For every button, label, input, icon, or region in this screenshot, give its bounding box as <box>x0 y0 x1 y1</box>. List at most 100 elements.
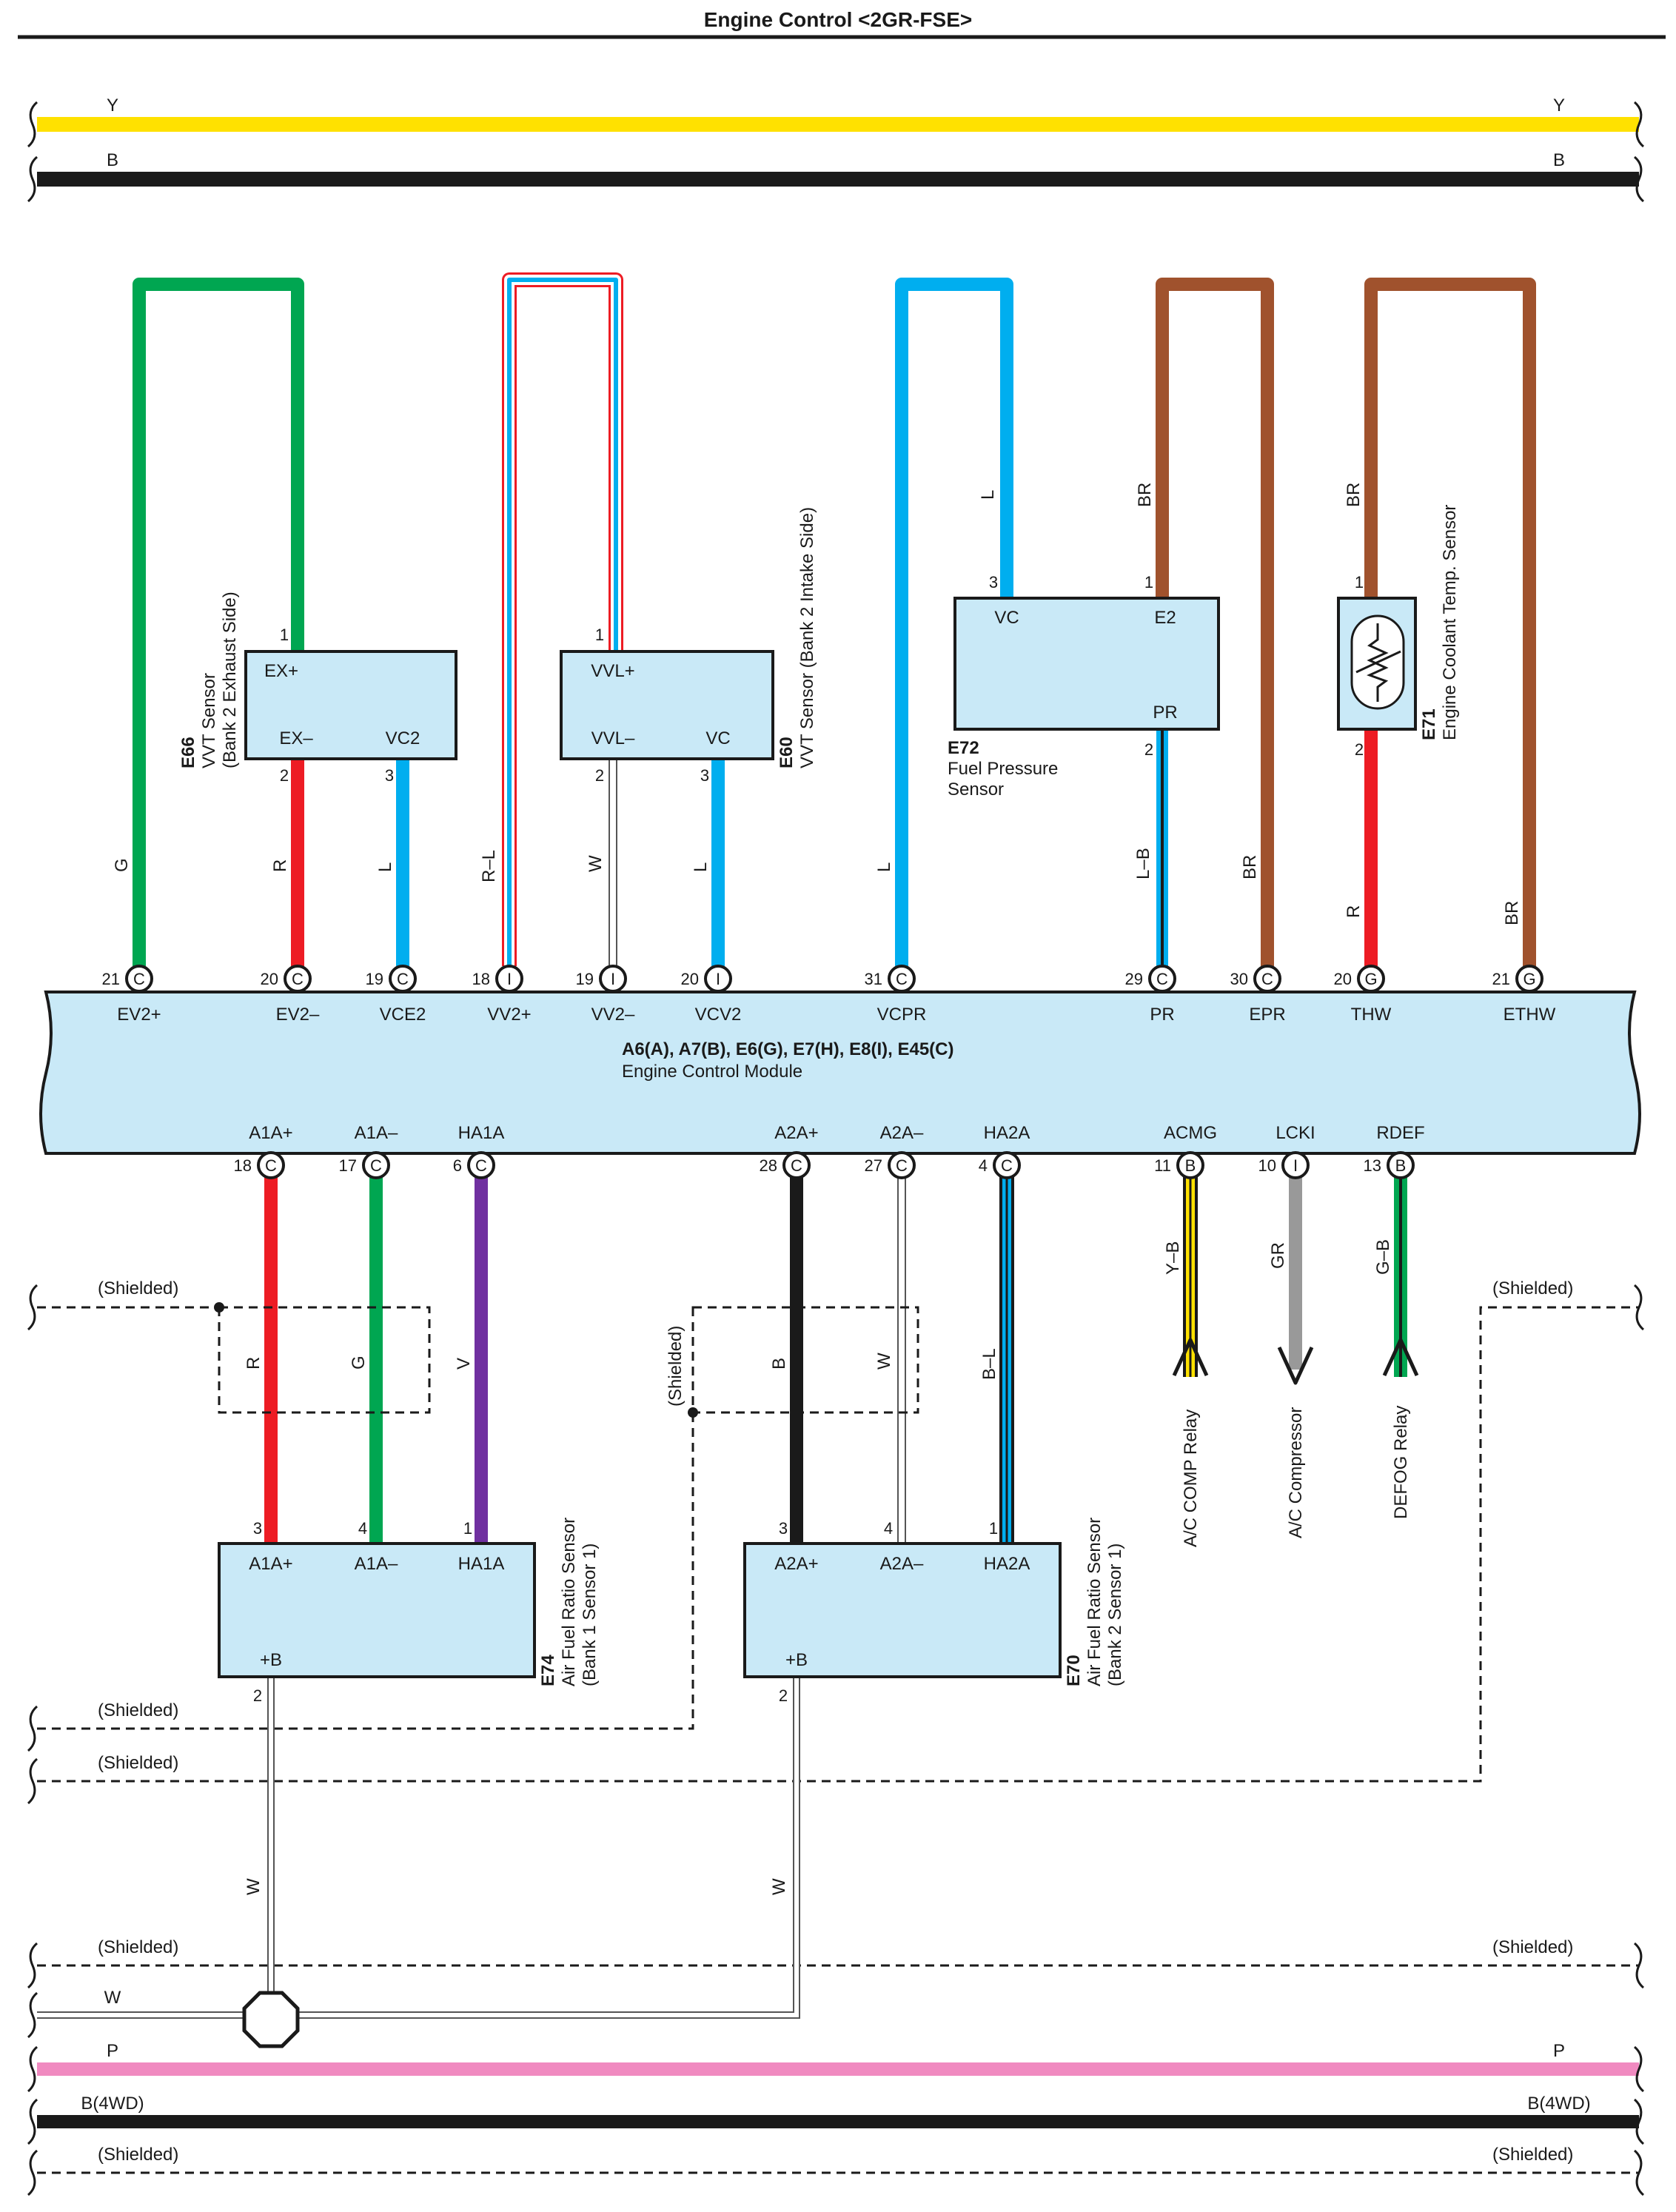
connector-letter: B <box>1185 1156 1196 1175</box>
svg-text:2: 2 <box>779 1686 788 1705</box>
svg-text:2: 2 <box>1355 740 1364 759</box>
pin-name: A1A– <box>355 1123 398 1143</box>
pin-name: ETHW <box>1504 1005 1556 1025</box>
page-title: Engine Control <2GR-FSE> <box>704 8 972 31</box>
svg-text:2: 2 <box>280 766 289 785</box>
wire-g-ev2plus <box>133 278 304 966</box>
svg-text:P: P <box>1553 2041 1565 2061</box>
break-marks <box>27 1284 1645 2196</box>
e71-coolant-temp-sensor: 1 2 E71 Engine Coolant Temp. Sensor <box>1337 505 1460 759</box>
arrow-up-icon <box>1382 1338 1419 1377</box>
pin-number: 31 <box>865 970 882 988</box>
svg-text:(Bank 2 Exhaust Side): (Bank 2 Exhaust Side) <box>220 591 240 768</box>
arrow-down-icon <box>1277 1346 1314 1385</box>
pin-number: 19 <box>366 970 383 988</box>
svg-text:(Bank 1 Sensor 1): (Bank 1 Sensor 1) <box>580 1544 600 1686</box>
top-bus-b: B B <box>37 150 1639 187</box>
svg-text:VC: VC <box>705 728 730 748</box>
upper-wire-labels: G R L R–L W L L L–B BR R BR L BR BR <box>112 483 1522 925</box>
connector-letter: C <box>791 1156 802 1175</box>
e60-vvt-sensor-intake: VVL+ VVL– VC 1 2 3 E60 VVT Sensor (Bank … <box>560 507 817 785</box>
svg-text:HA2A: HA2A <box>984 1554 1030 1574</box>
svg-text:+B: +B <box>260 1650 282 1670</box>
connector-letter: C <box>370 1156 382 1175</box>
svg-text:+B: +B <box>785 1650 808 1670</box>
svg-text:A1A+: A1A+ <box>249 1554 292 1574</box>
pin-number: 30 <box>1230 970 1248 988</box>
svg-text:VVL–: VVL– <box>591 728 635 748</box>
svg-text:E74: E74 <box>538 1655 558 1686</box>
ecm-title: A6(A), A7(B), E6(G), E7(H), E8(I), E45(C… <box>622 1039 954 1059</box>
wire-w-plus-b: W W W <box>37 1677 800 2021</box>
pin-name: ACMG <box>1164 1123 1217 1143</box>
svg-text:VC: VC <box>994 608 1019 628</box>
svg-text:(Shielded): (Shielded) <box>98 1700 178 1720</box>
svg-text:BR: BR <box>1135 483 1155 507</box>
svg-text:E2: E2 <box>1154 608 1176 628</box>
svg-text:(Bank 2 Sensor 1): (Bank 2 Sensor 1) <box>1105 1544 1125 1686</box>
svg-text:L–B: L–B <box>1133 848 1153 879</box>
pin-number: 18 <box>472 970 490 988</box>
pin-name: EPR <box>1249 1005 1285 1025</box>
svg-text:L: L <box>874 862 894 872</box>
svg-text:B: B <box>107 150 118 170</box>
svg-text:(Shielded): (Shielded) <box>98 1278 178 1298</box>
bottom-bus-b4wd: B(4WD) B(4WD) <box>37 2094 1639 2128</box>
svg-text:3: 3 <box>779 1519 788 1538</box>
svg-text:G: G <box>349 1355 369 1370</box>
svg-text:W: W <box>769 1878 789 1895</box>
svg-text:1: 1 <box>463 1519 472 1538</box>
svg-text:(Shielded): (Shielded) <box>98 1937 178 1957</box>
svg-text:2: 2 <box>595 766 604 785</box>
engine-control-module: A6(A), A7(B), E6(G), E7(H), E8(I), E45(C… <box>39 991 1641 1155</box>
svg-text:EX–: EX– <box>279 728 313 748</box>
pin-name: VCPR <box>877 1005 927 1025</box>
bottom-bus-p: P P <box>37 2041 1639 2076</box>
svg-text:PR: PR <box>1153 703 1177 723</box>
connector-letter: C <box>1156 970 1168 988</box>
svg-text:Sensor: Sensor <box>948 780 1004 800</box>
connector-letter: C <box>292 970 304 988</box>
svg-text:2: 2 <box>1144 740 1153 759</box>
svg-text:L: L <box>691 862 711 872</box>
pin-number: 19 <box>576 970 594 988</box>
wire-br-ethw <box>1364 278 1536 966</box>
svg-text:R–L: R–L <box>479 850 499 882</box>
connector-letter: B <box>1395 1156 1407 1175</box>
pin-name: THW <box>1351 1005 1392 1025</box>
connector-letter: C <box>896 970 908 988</box>
svg-text:R: R <box>244 1357 264 1370</box>
svg-text:Fuel Pressure: Fuel Pressure <box>948 759 1058 779</box>
svg-text:3: 3 <box>385 766 394 785</box>
svg-text:Air Fuel Ratio Sensor: Air Fuel Ratio Sensor <box>559 1518 579 1686</box>
svg-text:G–B: G–B <box>1373 1239 1393 1275</box>
svg-text:(Shielded): (Shielded) <box>1492 2145 1573 2165</box>
svg-text:E72: E72 <box>948 738 979 758</box>
svg-text:DEFOG Relay: DEFOG Relay <box>1391 1406 1411 1519</box>
svg-text:E70: E70 <box>1064 1655 1084 1686</box>
connector-letter: C <box>133 970 145 988</box>
svg-text:BR: BR <box>1502 901 1522 925</box>
svg-text:Engine Coolant Temp. Sensor: Engine Coolant Temp. Sensor <box>1440 505 1460 740</box>
e72-fuel-pressure-sensor: VC E2 PR 3 1 2 E72 Fuel Pressure Sensor <box>948 573 1220 800</box>
svg-text:A/C Compressor: A/C Compressor <box>1286 1407 1306 1538</box>
svg-text:3: 3 <box>700 766 709 785</box>
svg-text:R: R <box>1344 905 1364 918</box>
svg-text:EX+: EX+ <box>264 661 298 681</box>
ecm-top-pins: C21EV2+C20EV2–C19VCE2I18VV2+I19VV2–I20VC… <box>102 965 1556 1025</box>
pin-name: RDEF <box>1376 1123 1424 1143</box>
shield-lines: (Shielded) (Shielded) (Shielded) (Shield… <box>37 1278 1639 2174</box>
pin-name: HA2A <box>984 1123 1030 1143</box>
connector-letter: C <box>475 1156 487 1175</box>
svg-text:Y–B: Y–B <box>1163 1241 1183 1275</box>
svg-text:L: L <box>978 490 998 500</box>
svg-text:A2A+: A2A+ <box>774 1554 818 1574</box>
